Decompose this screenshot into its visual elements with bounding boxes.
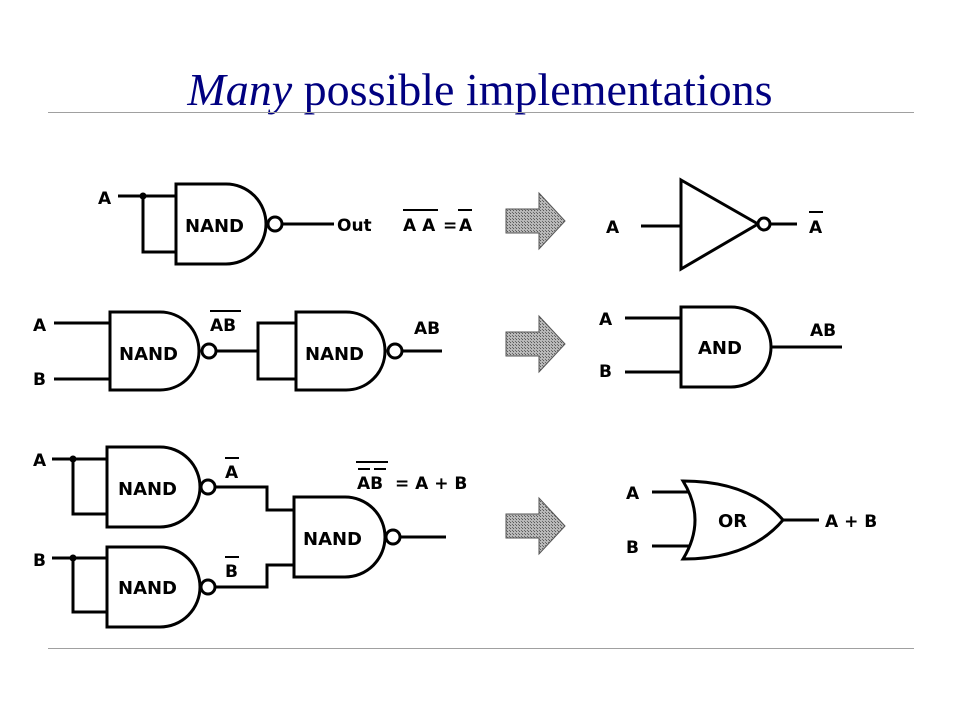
row1-equation-eq: = [443,216,457,236]
row2-nand-and: A B NAND AB NAND AB [33,310,442,392]
row1-nand-bubble [266,215,284,233]
row3-not-b-label: B [225,562,238,582]
title-rest: possible implementations [292,64,773,115]
row3-result-input-a: A [626,484,640,504]
row3-junction-b [69,554,77,562]
row1-arrow-icon [505,191,566,251]
row1-not-gate [679,177,761,272]
row2-output-label: AB [414,319,440,339]
row2-input-a: A [33,316,47,336]
row1-nand-label: NAND [185,216,244,237]
row1-result-output: A [809,218,823,238]
row2-and-gate-result: A B AND AB [599,305,842,389]
row1-junction-dot [139,192,147,200]
bottom-rule [48,648,914,649]
row3-nand-gate-b [105,545,202,629]
row1-nand-gate [174,182,268,266]
row3-input-a: A [33,451,47,471]
row3-nand-or: A NAND A B NAND B NAND AB = A + [33,445,467,629]
row1-nand-not: A NAND Out A A = A [98,182,473,266]
row2-nand2-label: NAND [305,344,364,365]
row2-nand2-bubble [386,342,404,360]
row2-arrow-icon [505,314,566,374]
row2-nand1-label: NAND [119,344,178,365]
row2-input-wires [54,321,110,381]
row3-not-a-label: A [225,463,239,483]
row3-nand-out-bubble [384,528,402,546]
top-rule [48,112,914,113]
row2-intermediate-label: AB [210,316,236,336]
row3-result-output: A + B [825,512,877,532]
row3-nand-gate-a [105,445,202,529]
row2-input-b: B [33,370,46,390]
row1-not-bubble [756,216,772,232]
slide-title: Many possible implementations [0,62,960,118]
row3-input-a-wires [52,457,107,516]
row2-nand-gate-2 [294,310,387,392]
row3-or-gate [680,479,785,561]
row2-result-input-wires [625,316,681,374]
row3-input-b-wires [52,556,107,614]
row3-input-b: B [33,551,46,571]
row3-equation-lhs: AB [357,474,383,494]
row3-nand-b-label: NAND [118,578,177,599]
row1-output-label: Out [337,216,372,236]
row1-equation-rhs: A [459,216,473,236]
row3-mid-wires [215,485,294,589]
row3-arrow-icon [505,496,566,556]
row1-input-wires [118,194,178,254]
row1-equation-lhs: A A [403,216,436,236]
row2-and-gate [679,305,773,389]
row3-equation-rhs: = A + B [395,474,467,494]
row3-nand-a-bubble [199,478,217,496]
row2-and-label: AND [698,338,742,359]
row3-nand-b-bubble [199,578,217,596]
row2-result-input-a: A [599,310,613,330]
row1-input-a: A [98,189,112,209]
row2-result-output: AB [810,321,836,341]
row2-nand-gate-1 [108,310,201,392]
row3-nand-a-label: NAND [118,479,177,500]
row2-result-input-b: B [599,362,612,382]
row2-mid-wires [216,321,296,381]
row1-result-input: A [606,218,620,238]
row3-result-input-b: B [626,538,639,558]
row3-nand-gate-out [292,495,387,579]
title-emphasis: Many [187,64,293,115]
row3-or-label: OR [718,511,747,532]
row3-or-gate-result: A B OR A + B [626,479,877,561]
row3-nand-out-label: NAND [303,529,362,550]
row3-junction-a [69,455,77,463]
row1-not-gate-result: A A [606,177,823,272]
row3-result-input-wires [652,490,693,548]
row2-nand1-bubble [200,342,218,360]
